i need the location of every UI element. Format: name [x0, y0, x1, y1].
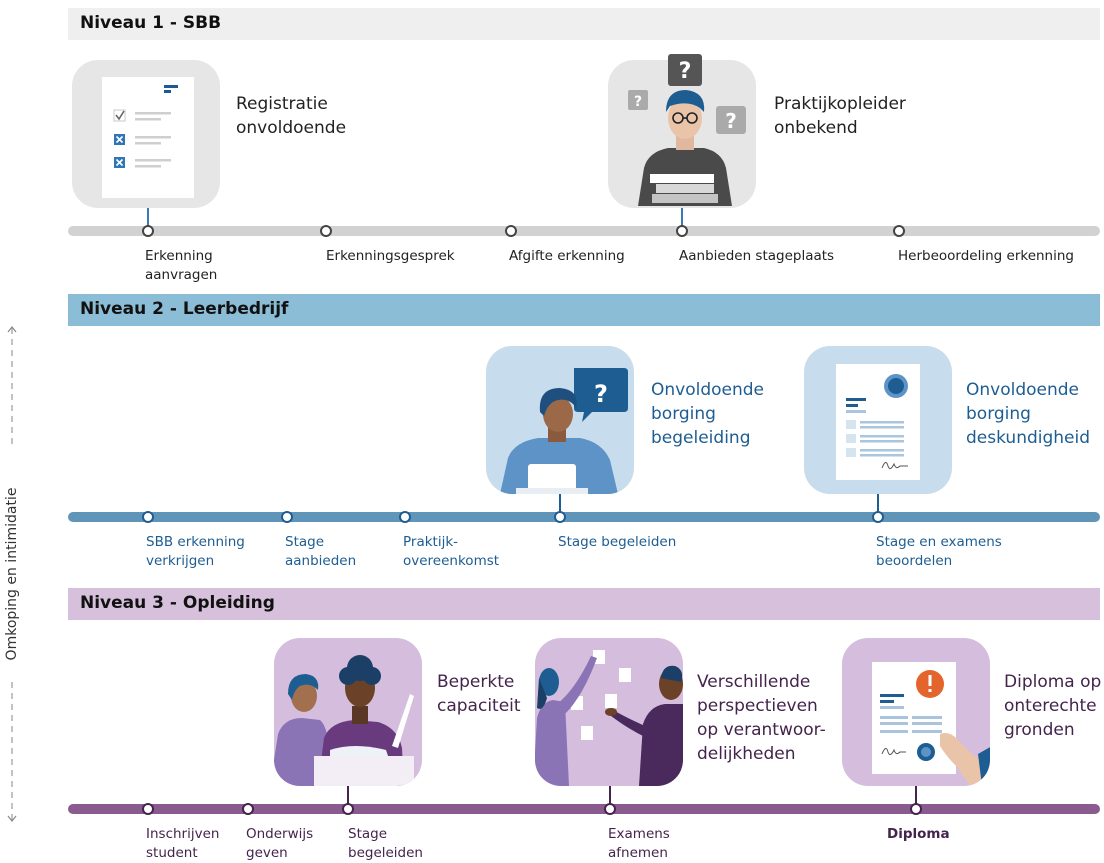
step-marker	[281, 511, 293, 523]
step-label: Erkenning aanvragen	[145, 248, 218, 283]
whiteboard-discussion-icon	[535, 650, 683, 786]
step-label: Erkenningsgesprek	[326, 248, 455, 264]
expertise-card	[804, 346, 952, 494]
connector-line	[915, 786, 917, 806]
svg-text:?: ?	[679, 59, 692, 84]
step-label: Stage begeleiden	[348, 826, 423, 861]
issue-caption-perspectives: Verschillende perspectieven op verantwoo…	[697, 672, 826, 764]
issue-caption-registration: Registratie onvoldoende	[236, 94, 347, 138]
level-3-banner: Niveau 3 - Opleiding	[68, 588, 1100, 620]
issue-caption-capacity: Beperkte capaciteit	[437, 672, 521, 716]
step-marker	[142, 225, 154, 237]
students-laptop-icon	[274, 655, 414, 786]
step-marker	[893, 225, 905, 237]
capacity-card	[274, 638, 422, 786]
vertical-arrow-line	[7, 326, 17, 822]
level-3-title: Niveau 3 - Opleiding	[80, 593, 275, 613]
step-label: Examens afnemen	[608, 826, 670, 861]
supervision-card: ?	[486, 346, 634, 494]
connector-line	[877, 494, 879, 514]
step-label: Stage begeleiden	[558, 534, 677, 550]
diploma-card	[842, 638, 990, 786]
step-label: Diploma	[887, 826, 950, 842]
step-label: Herbeoordeling erkenning	[898, 248, 1074, 264]
registration-card	[72, 60, 220, 208]
svg-text:?: ?	[725, 109, 737, 133]
issue-caption-diploma: Diploma op onterechte gronden	[1004, 672, 1102, 740]
step-marker	[872, 511, 884, 523]
level-1-timeline	[68, 226, 1100, 236]
connector-line	[559, 494, 561, 514]
checklist-document-icon	[102, 77, 194, 198]
step-marker	[554, 511, 566, 523]
step-marker	[399, 511, 411, 523]
svg-text:?: ?	[634, 94, 642, 110]
issue-caption-instructor: Praktijkopleider onbekend	[774, 94, 906, 138]
step-marker	[242, 803, 254, 815]
questioning-supervisor-icon: ?	[500, 368, 628, 494]
step-marker	[142, 511, 154, 523]
perspectives-card	[535, 638, 683, 786]
svg-text:?: ?	[594, 380, 608, 408]
level-1-title: Niveau 1 - SBB	[80, 13, 222, 33]
connector-line	[347, 786, 349, 806]
connector-line	[147, 208, 149, 228]
level-2-banner: Niveau 2 - Leerbedrijf	[68, 294, 1100, 326]
level-2-timeline	[68, 512, 1100, 522]
issue-caption-expertise: Onvoldoende borging deskundigheid	[966, 380, 1091, 448]
level-2-title: Niveau 2 - Leerbedrijf	[80, 299, 289, 319]
unknown-instructor-icon: ? ? ?	[628, 54, 746, 206]
step-label: Aanbieden stageplaats	[679, 248, 835, 264]
step-marker	[320, 225, 332, 237]
step-label: Inschrijven student	[146, 826, 220, 861]
step-marker	[142, 803, 154, 815]
flagged-diploma-icon	[872, 662, 990, 786]
level-1-banner: Niveau 1 - SBB	[68, 8, 1100, 40]
step-marker	[910, 803, 922, 815]
step-label: Onderwijs geven	[246, 826, 314, 861]
instructor-card: ? ? ?	[608, 54, 756, 208]
level-3-timeline	[68, 804, 1100, 814]
issue-caption-supervision: Onvoldoende borging begeleiding	[651, 380, 765, 448]
step-label: Stage en examens beoordelen	[876, 534, 1002, 569]
step-label: Stage aanbieden	[285, 534, 357, 569]
certificate-document-icon	[836, 364, 920, 480]
step-marker	[604, 803, 616, 815]
step-label: SBB erkenning verkrijgen	[146, 534, 245, 569]
side-label: Omkoping en intimidatie	[4, 487, 20, 661]
connector-line	[609, 786, 611, 806]
step-label: Afgifte erkenning	[509, 248, 625, 264]
connector-line	[681, 208, 683, 228]
step-marker	[342, 803, 354, 815]
step-marker	[505, 225, 517, 237]
step-marker	[676, 225, 688, 237]
step-label: Praktijk- overeenkomst	[403, 534, 500, 569]
